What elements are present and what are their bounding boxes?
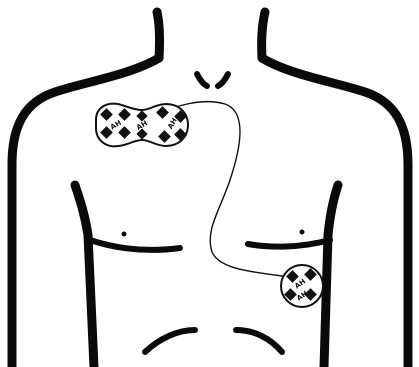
left-pectoral-line bbox=[90, 240, 180, 250]
right-pectoral-line bbox=[248, 240, 330, 247]
single-pad-electrode-icon: AH AH bbox=[281, 265, 323, 307]
dual-pad-electrode-icon: AH AH AH bbox=[96, 104, 188, 147]
ribcage-arc-right bbox=[236, 330, 282, 352]
left-inner-arm-line bbox=[75, 185, 94, 367]
neck-left-line bbox=[157, 12, 160, 58]
collarbone-mark-left bbox=[197, 74, 207, 86]
neck-right-line bbox=[262, 12, 265, 58]
ribcage-arc-left bbox=[145, 330, 195, 352]
right-inner-arm-line bbox=[324, 185, 338, 367]
left-nipple bbox=[122, 232, 127, 237]
right-nipple bbox=[300, 230, 305, 235]
collarbone-mark-right bbox=[218, 74, 228, 86]
